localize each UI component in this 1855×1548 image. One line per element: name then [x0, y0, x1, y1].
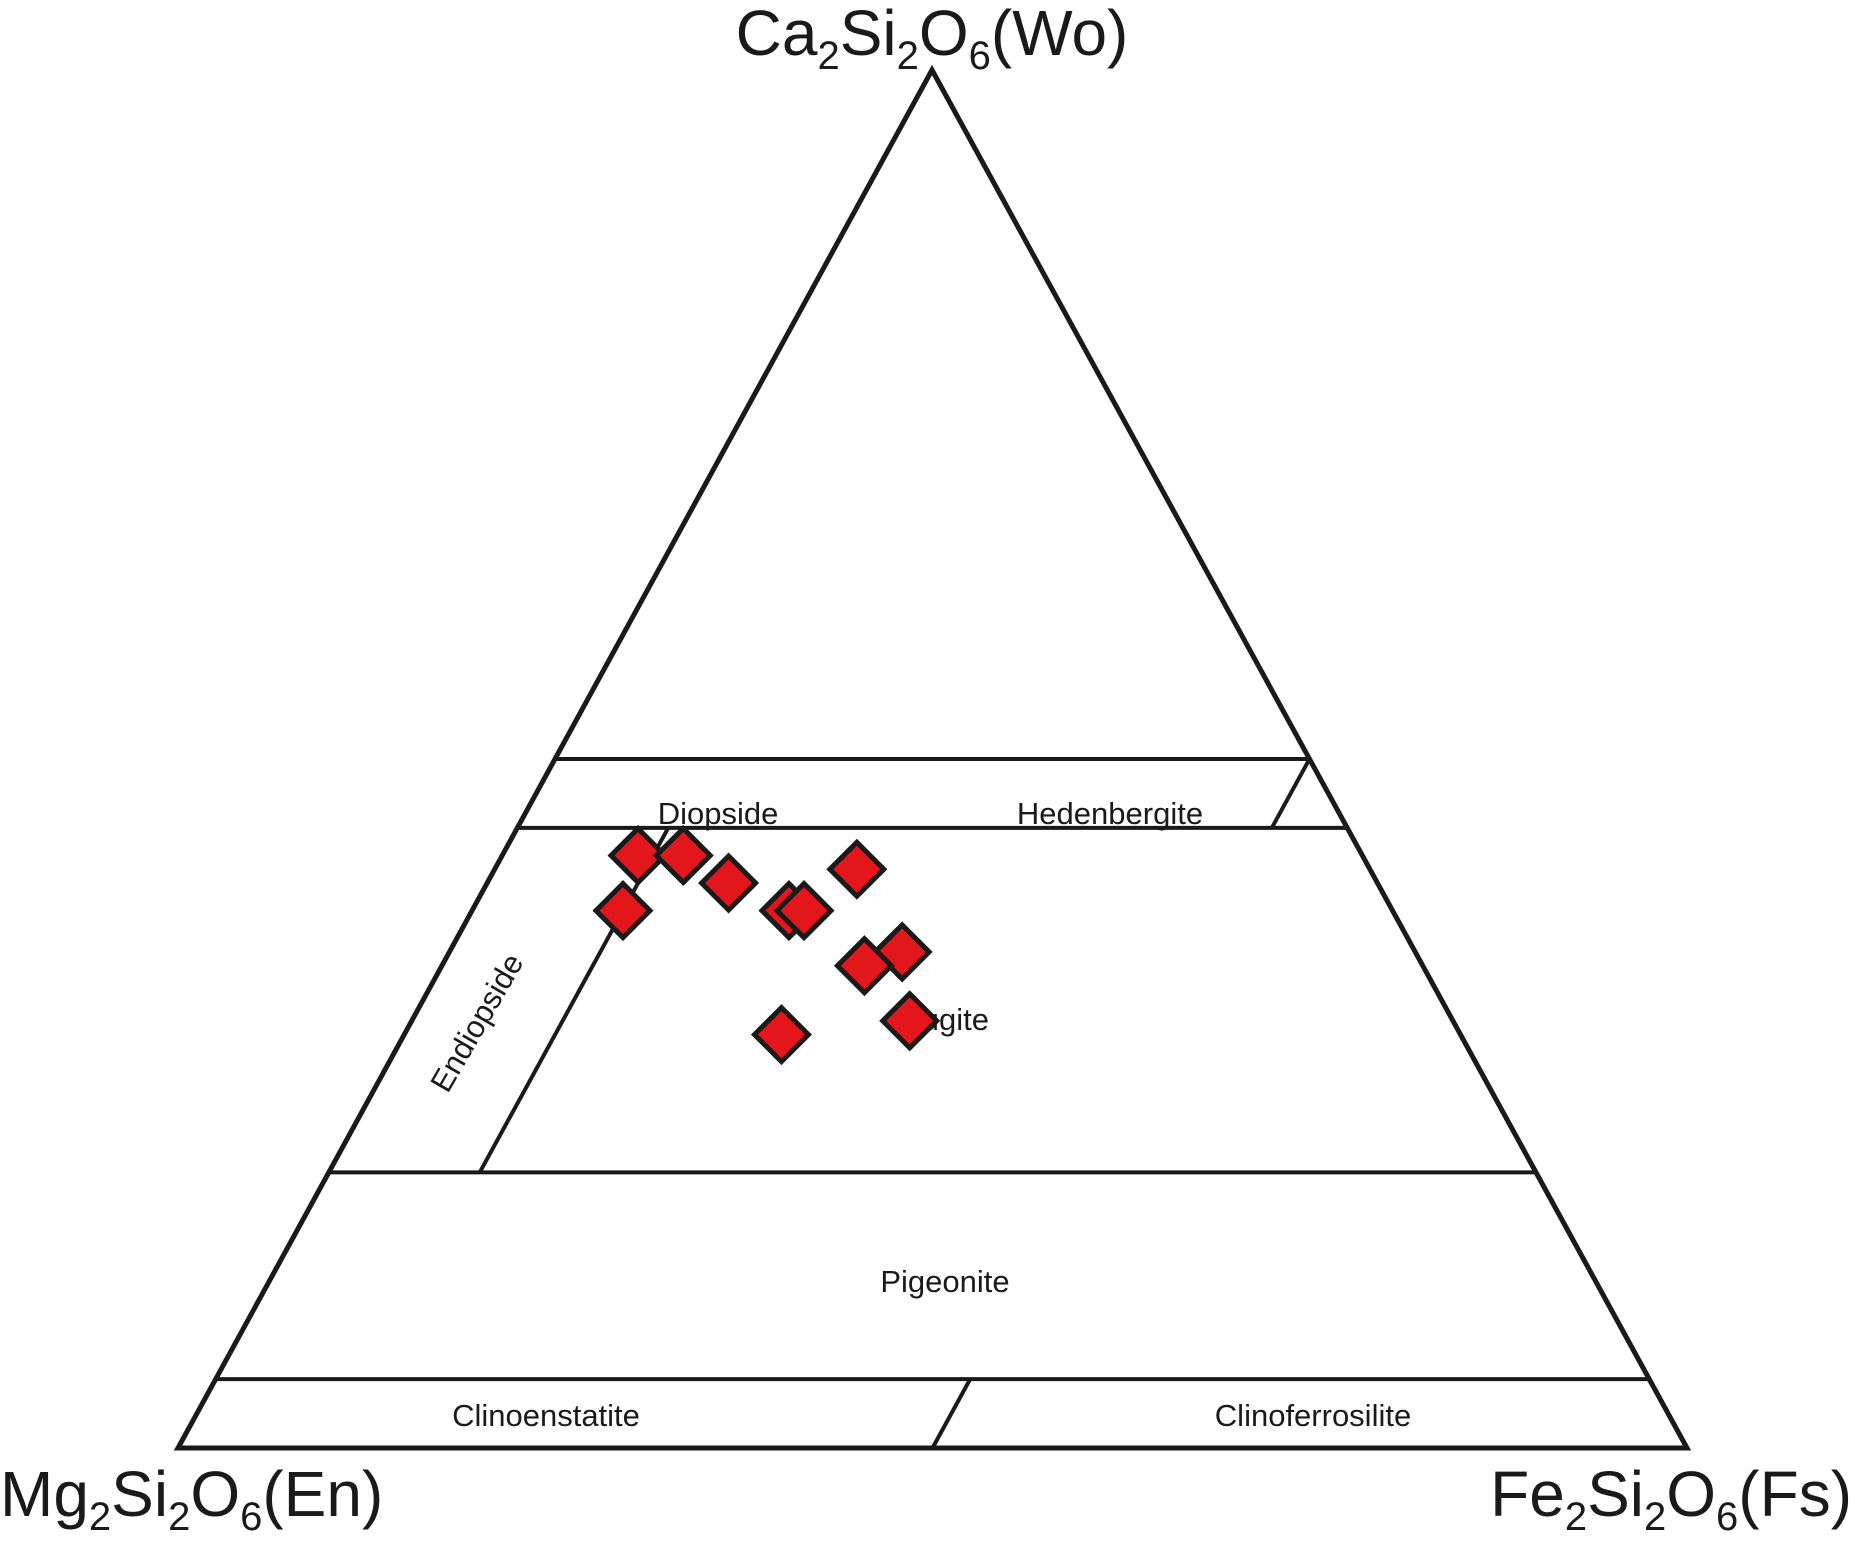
vertex-label-wo: Ca2Si2O6(Wo)	[736, 0, 1129, 78]
field-label-pigeonite: Pigeonite	[880, 1264, 1009, 1299]
data-point-diamond	[607, 824, 669, 886]
vertex-label-fs: Fe2Si2O6(Fs)	[1490, 1458, 1852, 1539]
data-point-diamond	[826, 838, 888, 900]
field-boundary-line	[1270, 758, 1312, 829]
field-boundary-line	[477, 826, 670, 1174]
field-label-clinoferrosilite: Clinoferrosilite	[1215, 1398, 1411, 1433]
field-label-diopside: Diopside	[658, 796, 779, 831]
data-point-diamond	[833, 935, 895, 997]
vertex-label-en: Mg2Si2O6(En)	[0, 1458, 383, 1539]
data-points	[592, 824, 941, 1066]
triangle-outline	[173, 64, 1692, 1451]
field-label-hedenbergite: Hedenbergite	[1017, 796, 1203, 831]
data-point-diamond	[698, 852, 760, 914]
data-point-diamond	[652, 824, 714, 886]
data-point-diamond	[879, 990, 941, 1052]
field-label-clinoenstatite: Clinoenstatite	[452, 1398, 640, 1433]
data-point-diamond	[592, 880, 654, 942]
field-boundary-line	[930, 1378, 972, 1449]
field-boundaries	[215, 757, 1650, 1449]
data-point-diamond	[750, 1004, 812, 1066]
data-point-diamond	[773, 880, 835, 942]
